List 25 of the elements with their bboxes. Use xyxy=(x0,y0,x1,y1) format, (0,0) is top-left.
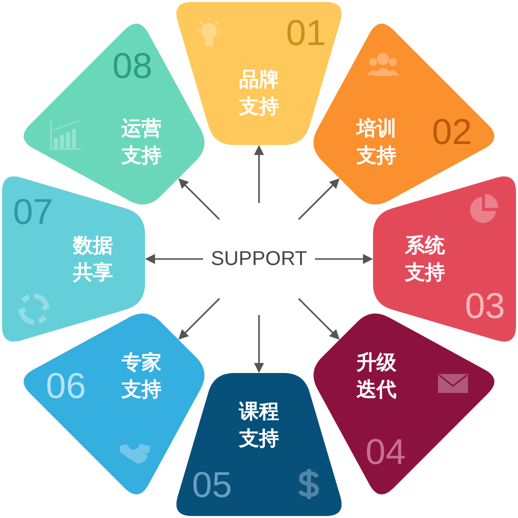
arrow xyxy=(254,145,264,203)
petal-label: 品牌支持 xyxy=(238,66,280,120)
petal-label: 升级迭代 xyxy=(355,349,398,404)
step-number: 08 xyxy=(112,46,152,86)
step-number: 05 xyxy=(192,465,232,505)
petal-label: 系统支持 xyxy=(404,232,446,286)
petal-label: 培训支持 xyxy=(354,114,398,169)
step-number: 06 xyxy=(46,366,86,406)
petal-label: 专家支持 xyxy=(120,349,163,404)
step-number: 04 xyxy=(366,432,406,472)
arrow xyxy=(298,178,340,220)
arrow xyxy=(178,178,220,220)
step-number: 03 xyxy=(464,286,506,326)
petal-label: 数据共享 xyxy=(72,232,114,286)
arrow xyxy=(178,298,220,340)
arrow xyxy=(315,254,373,264)
step-number: 02 xyxy=(432,112,472,152)
arrow xyxy=(145,254,203,264)
center-label: SUPPORT xyxy=(210,247,308,272)
petal-label: 课程支持 xyxy=(238,398,280,452)
petal-label: 运营支持 xyxy=(120,114,163,169)
step-number: 07 xyxy=(12,192,54,232)
arrow xyxy=(298,298,340,340)
arrow xyxy=(254,315,264,373)
step-number: 01 xyxy=(286,13,326,53)
